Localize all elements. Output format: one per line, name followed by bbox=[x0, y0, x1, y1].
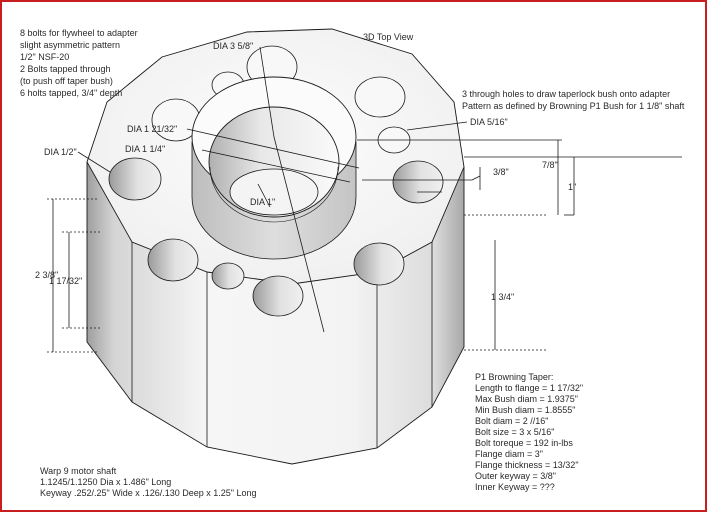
notes-browning-taper: P1 Browning Taper: Length to flange = 1 … bbox=[475, 372, 583, 492]
dim-2-3-8: 2 3/8" bbox=[35, 270, 58, 280]
note-line: Outer keyway = 3/8" bbox=[475, 471, 556, 481]
dim-7-8: 7/8" bbox=[542, 160, 558, 170]
note-line: Bolt diam = 2 //16" bbox=[475, 416, 549, 426]
note-line: Keyway .252/.25" Wide x .126/.130 Deep x… bbox=[40, 488, 257, 498]
center-boss bbox=[191, 76, 357, 260]
notes-motor-shaft: Warp 9 motor shaft 1.1245/1.1250 Dia x 1… bbox=[40, 466, 257, 498]
dim-dia-1-1-4: DIA 1 1/4" bbox=[125, 144, 165, 154]
note-line: 6 holts tapped, 3/4" depth bbox=[20, 88, 122, 98]
dim-dia-1: DIA 1" bbox=[250, 197, 275, 207]
note-line: Bolt size = 3 x 5/16" bbox=[475, 427, 555, 437]
note-line: 1.1245/1.1250 Dia x 1.486" Long bbox=[40, 477, 171, 487]
bolt-hole bbox=[252, 275, 304, 317]
note-line: Max Bush diam = 1.9375" bbox=[475, 394, 578, 404]
note-line: Warp 9 motor shaft bbox=[40, 466, 117, 476]
bolt-holes bbox=[108, 45, 444, 317]
bolt-hole bbox=[353, 242, 405, 286]
bolt-hole bbox=[211, 262, 245, 290]
dim-dia-1-2: DIA 1/2" bbox=[44, 147, 77, 157]
note-line: Min Bush diam = 1.8555" bbox=[475, 405, 576, 415]
note-line: 2 Bolts tapped through bbox=[20, 64, 111, 74]
notes-top-left: 8 bolts for flywheel to adapter slight a… bbox=[20, 28, 138, 98]
view-title: 3D Top View bbox=[363, 32, 414, 42]
note-line: Flange thickness = 13/32" bbox=[475, 460, 579, 470]
note-line: 8 bolts for flywheel to adapter bbox=[20, 28, 138, 38]
dim-1-17-32: 1 17/32" bbox=[49, 276, 82, 286]
dimension-lines bbox=[47, 46, 682, 353]
note-line: Pattern as defined by Browning P1 Bush f… bbox=[462, 101, 685, 111]
note-line: (to push off taper bush) bbox=[20, 76, 113, 86]
bolt-hole bbox=[354, 76, 406, 118]
dim-dia-3-5-8: DIA 3 5/8" bbox=[213, 41, 253, 51]
note-line: 1/2" NSF-20 bbox=[20, 52, 69, 62]
shaft-bore bbox=[229, 168, 319, 216]
bolt-hole bbox=[108, 157, 162, 201]
dim-1: 1" bbox=[568, 182, 576, 192]
note-line: Inner Keyway = ??? bbox=[475, 482, 555, 492]
bolt-hole bbox=[392, 160, 444, 204]
dim-1-3-4: 1 3/4" bbox=[491, 292, 514, 302]
note-line: Length to flange = 1 17/32" bbox=[475, 383, 583, 393]
note-line: Flange diam = 3" bbox=[475, 449, 543, 459]
dim-3-8: 3/8" bbox=[493, 167, 509, 177]
notes-top-right: 3 through holes to draw taperlock bush o… bbox=[462, 89, 685, 111]
bolt-hole bbox=[147, 238, 199, 282]
note-line: 3 through holes to draw taperlock bush o… bbox=[462, 89, 670, 99]
dim-dia-1-21-32: DIA 1 21/32" bbox=[127, 124, 177, 134]
note-line: Bolt toreque = 192 in-lbs bbox=[475, 438, 573, 448]
note-line: P1 Browning Taper: bbox=[475, 372, 553, 382]
note-line: slight asymmetric pattern bbox=[20, 40, 120, 50]
dim-dia-5-16: DIA 5/16" bbox=[470, 117, 508, 127]
